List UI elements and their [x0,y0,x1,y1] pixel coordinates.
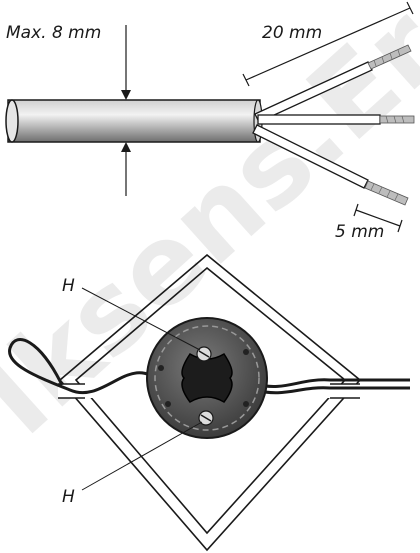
wire-middle-conductor [379,115,415,124]
cable-stripping-diagram: Max. 8 mm 20 mm 5 mm [5,1,415,242]
housing-outer [58,253,362,552]
bare-length-label: 5 mm [335,222,384,242]
strip-length-label: 20 mm [262,23,322,43]
strip-length-dimension [245,7,411,81]
screw-top-leader [81,287,201,351]
housing-inner [74,266,347,535]
wire-lower [252,124,369,189]
bare-length-dimension [355,209,401,227]
max-diameter-label: Max. 8 mm [6,23,101,43]
screw-bottom-leader [81,421,203,491]
diameter-arrow-top-head [121,90,131,100]
wire-middle [257,114,381,125]
wire-lower-conductor [364,180,409,206]
screw-top-label: H [62,276,75,296]
wire-upper-conductor [367,44,412,70]
cable-loop-left [8,338,164,395]
cable-end [5,99,19,143]
drive-socket [181,352,233,403]
screw-bottom-label: H [62,487,75,507]
diameter-arrow-bottom-head [121,142,131,152]
motor-head-ring [154,325,260,431]
cable-sheath [7,99,261,143]
connector-diagram: H H [8,253,410,552]
